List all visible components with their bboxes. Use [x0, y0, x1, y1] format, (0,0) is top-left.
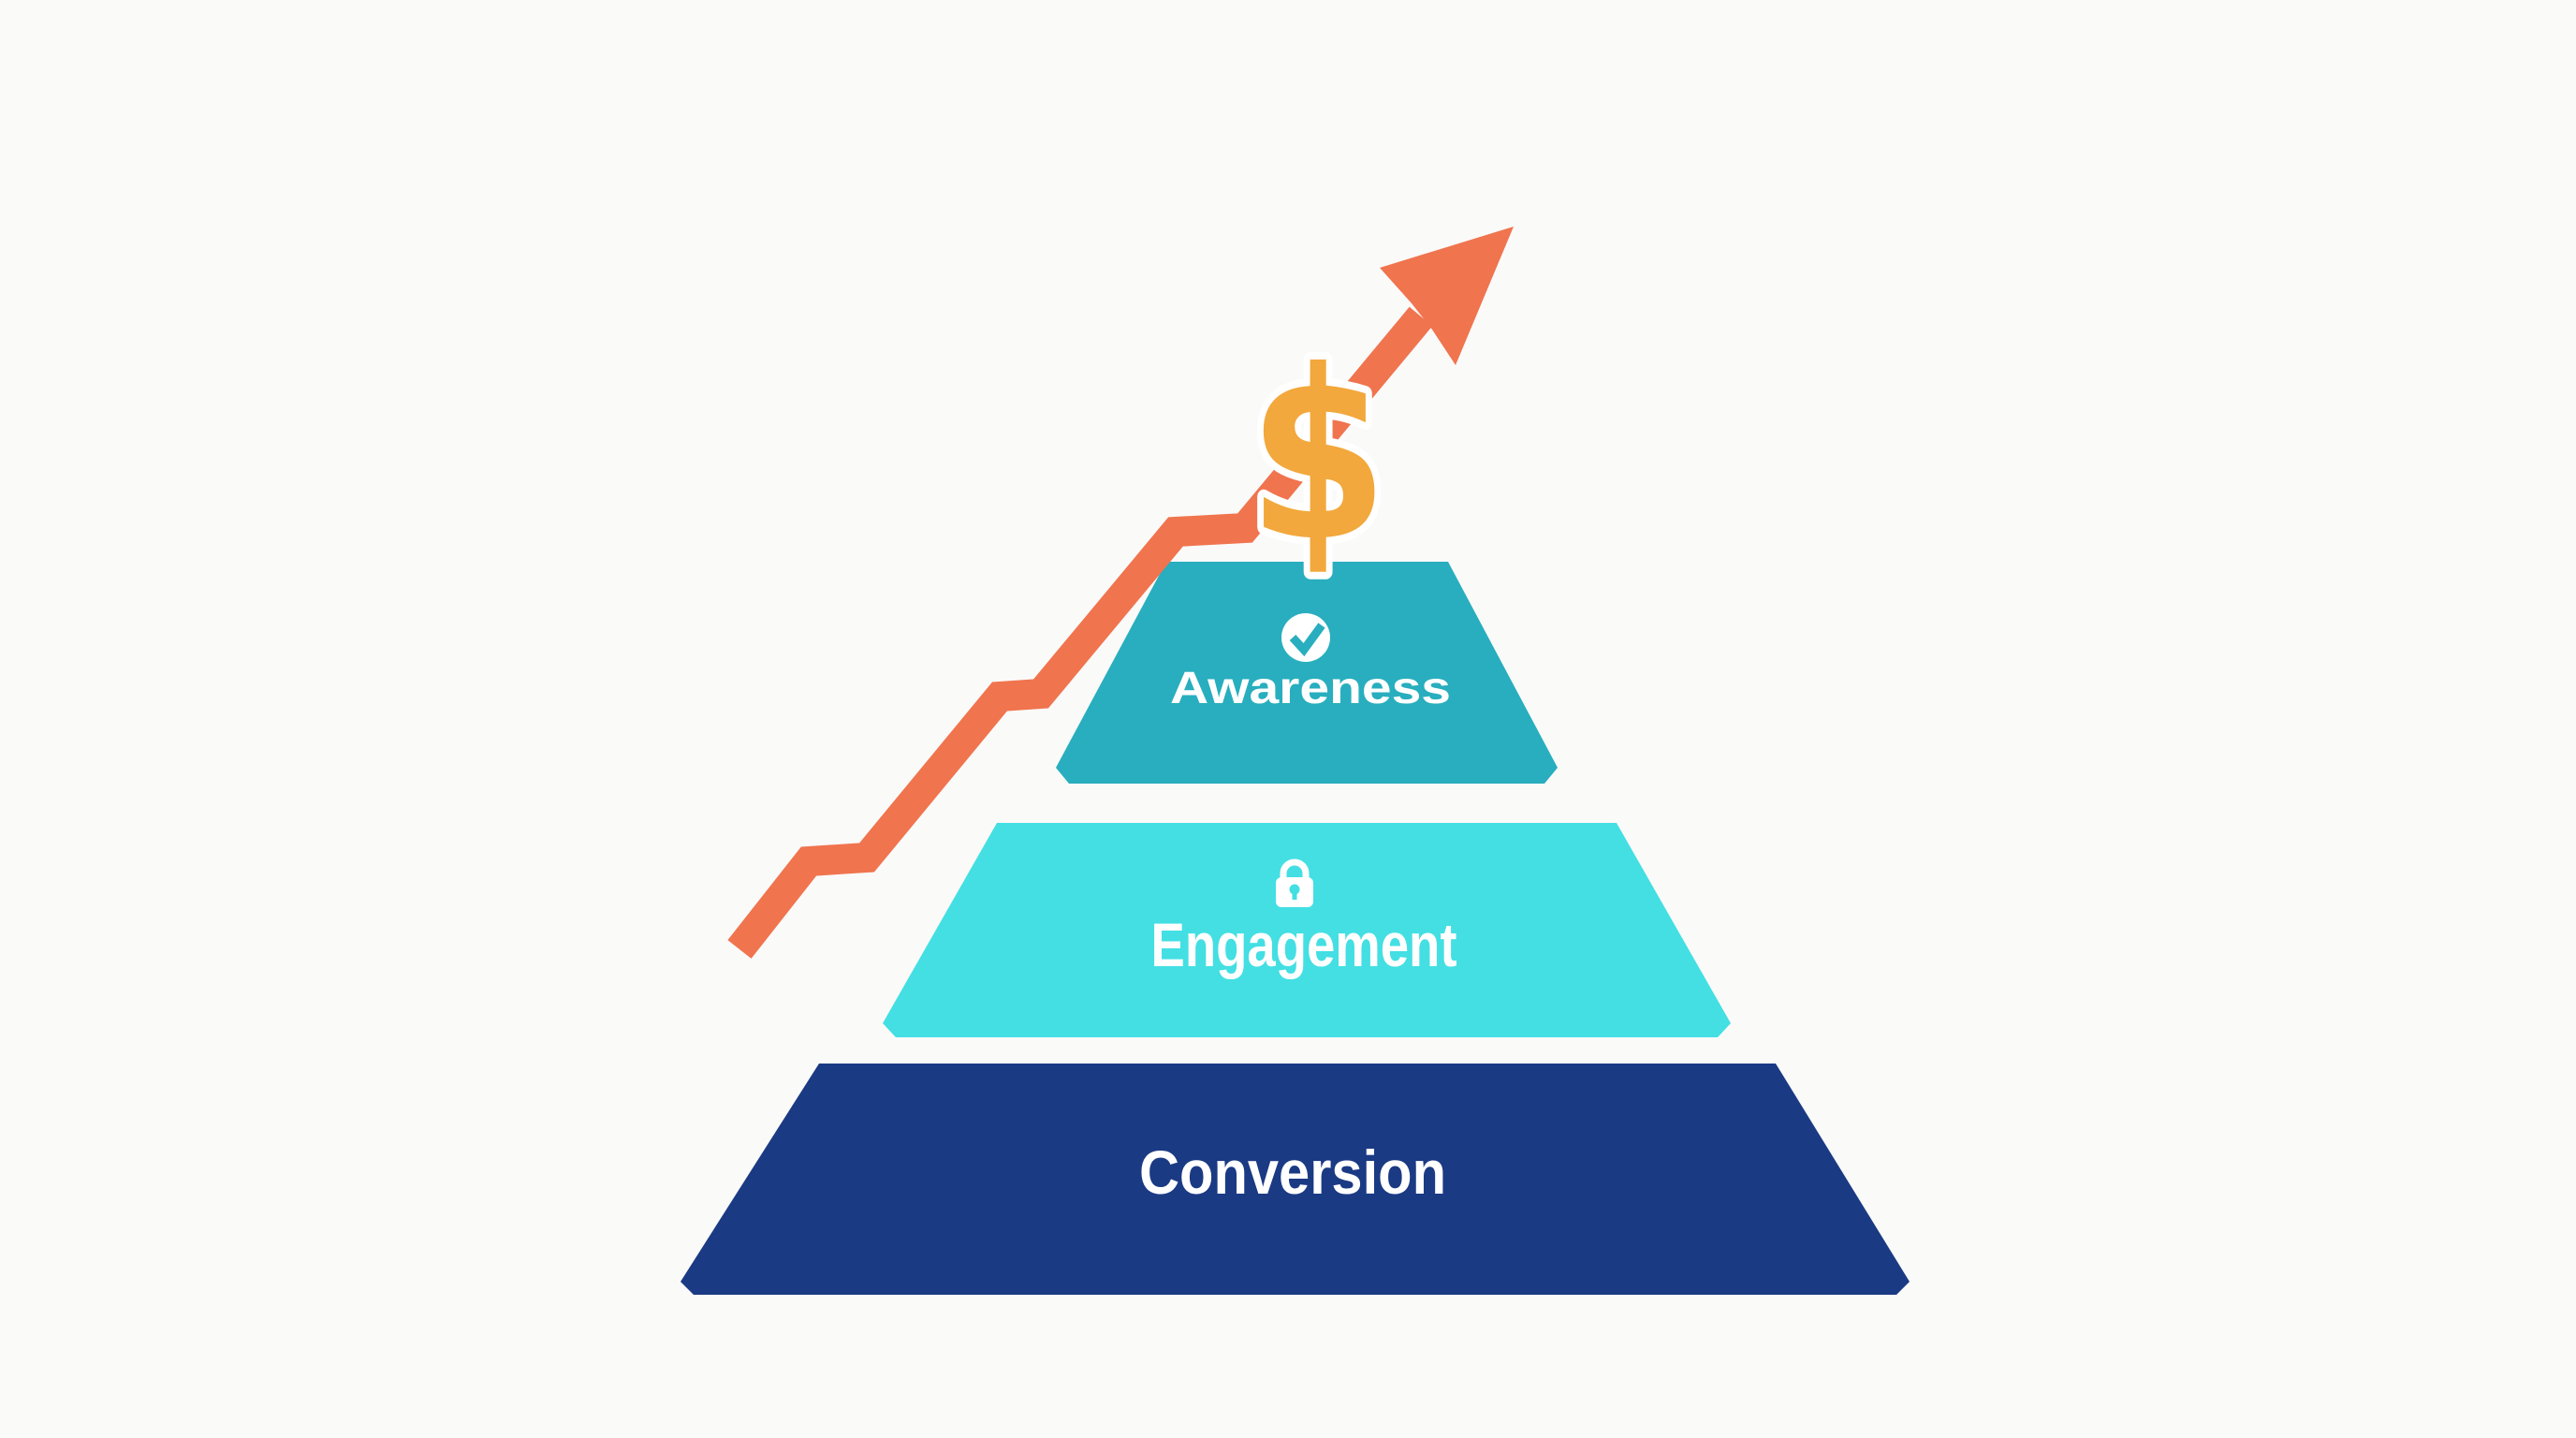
- growth-arrowhead: [1380, 227, 1514, 365]
- lock-keyhole: [1289, 884, 1300, 900]
- growth-arrow: [727, 227, 1514, 959]
- tier-engagement-label: Engagement: [1151, 910, 1457, 979]
- tier-engagement-shape: [883, 823, 1731, 1037]
- tier-awareness-shape: [1056, 562, 1558, 784]
- tier-conversion-label: Conversion: [1139, 1137, 1446, 1207]
- check-mark: [1289, 623, 1325, 657]
- tier-conversion: Conversion: [681, 1064, 1910, 1295]
- check-circle-background: [1281, 613, 1330, 662]
- tier-awareness: Awareness: [1056, 562, 1558, 784]
- lock-shackle: [1280, 858, 1310, 881]
- check-circle-icon: [1281, 613, 1330, 662]
- tier-awareness-label: Awareness: [1170, 664, 1451, 713]
- lock-icon: [1276, 858, 1313, 907]
- tier-conversion-shape: [681, 1064, 1910, 1295]
- tier-engagement: Engagement: [883, 823, 1731, 1037]
- dollar-sign: $: [1248, 320, 1388, 593]
- growth-arrow-line: [727, 306, 1433, 959]
